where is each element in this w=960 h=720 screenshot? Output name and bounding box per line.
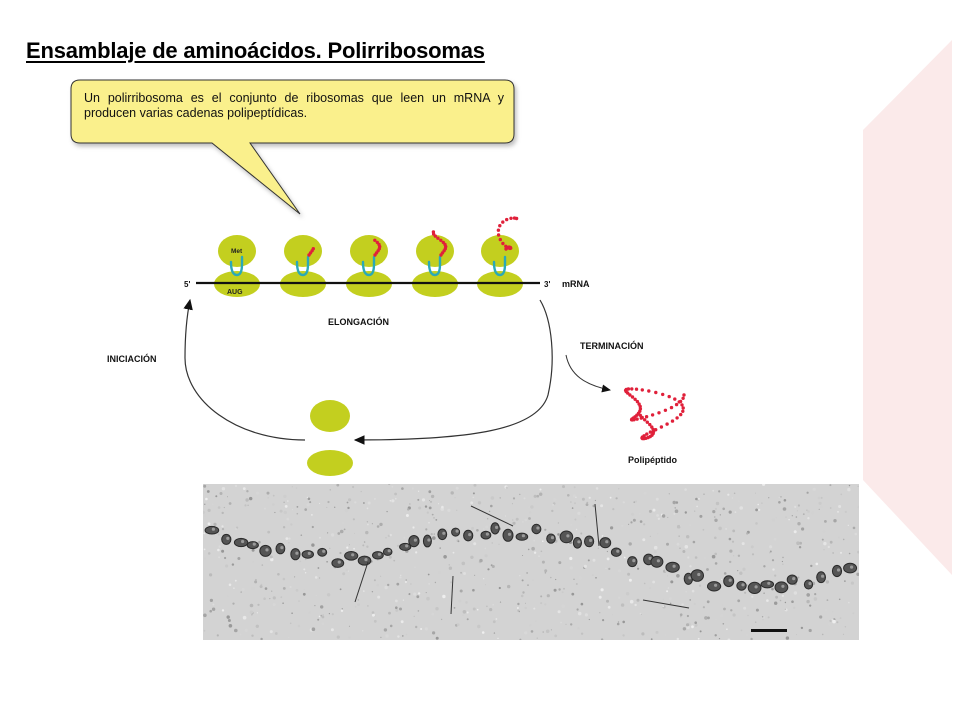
ribosome-4: [412, 230, 458, 297]
met-label: Met: [231, 248, 243, 255]
three-prime-label: 3': [544, 280, 550, 289]
initiation-arrow: [183, 298, 306, 441]
micrograph-image: [203, 484, 859, 640]
ribosome-3: [346, 235, 392, 297]
ribosome-group: [214, 216, 523, 297]
five-prime-label: 5': [184, 280, 190, 289]
terminacion-label: TERMINACIÓN: [580, 340, 644, 351]
electron-micrograph: [203, 484, 859, 640]
aug-label: AUG: [227, 289, 243, 296]
ribosome-1: [214, 235, 260, 297]
elongacion-label: ELONGACIÓN: [328, 316, 389, 327]
polipeptido-label: Polipéptido: [628, 455, 677, 465]
ribosome-2: [280, 235, 326, 297]
termination-arrow: [565, 354, 611, 393]
free-small-subunit: [310, 400, 350, 432]
free-large-subunit: [307, 450, 353, 476]
page-title: Ensamblaje de aminoácidos. Polirribosoma…: [26, 38, 485, 63]
released-polypeptide: [623, 387, 686, 441]
mrna-label: mRNA: [562, 279, 590, 289]
iniciacion-label: INICIACIÓN: [107, 353, 157, 364]
callout-text: Un polirribosoma es el conjunto de ribos…: [84, 91, 504, 120]
recycle-arrow: [353, 299, 553, 445]
ribosome-5: [477, 216, 523, 297]
